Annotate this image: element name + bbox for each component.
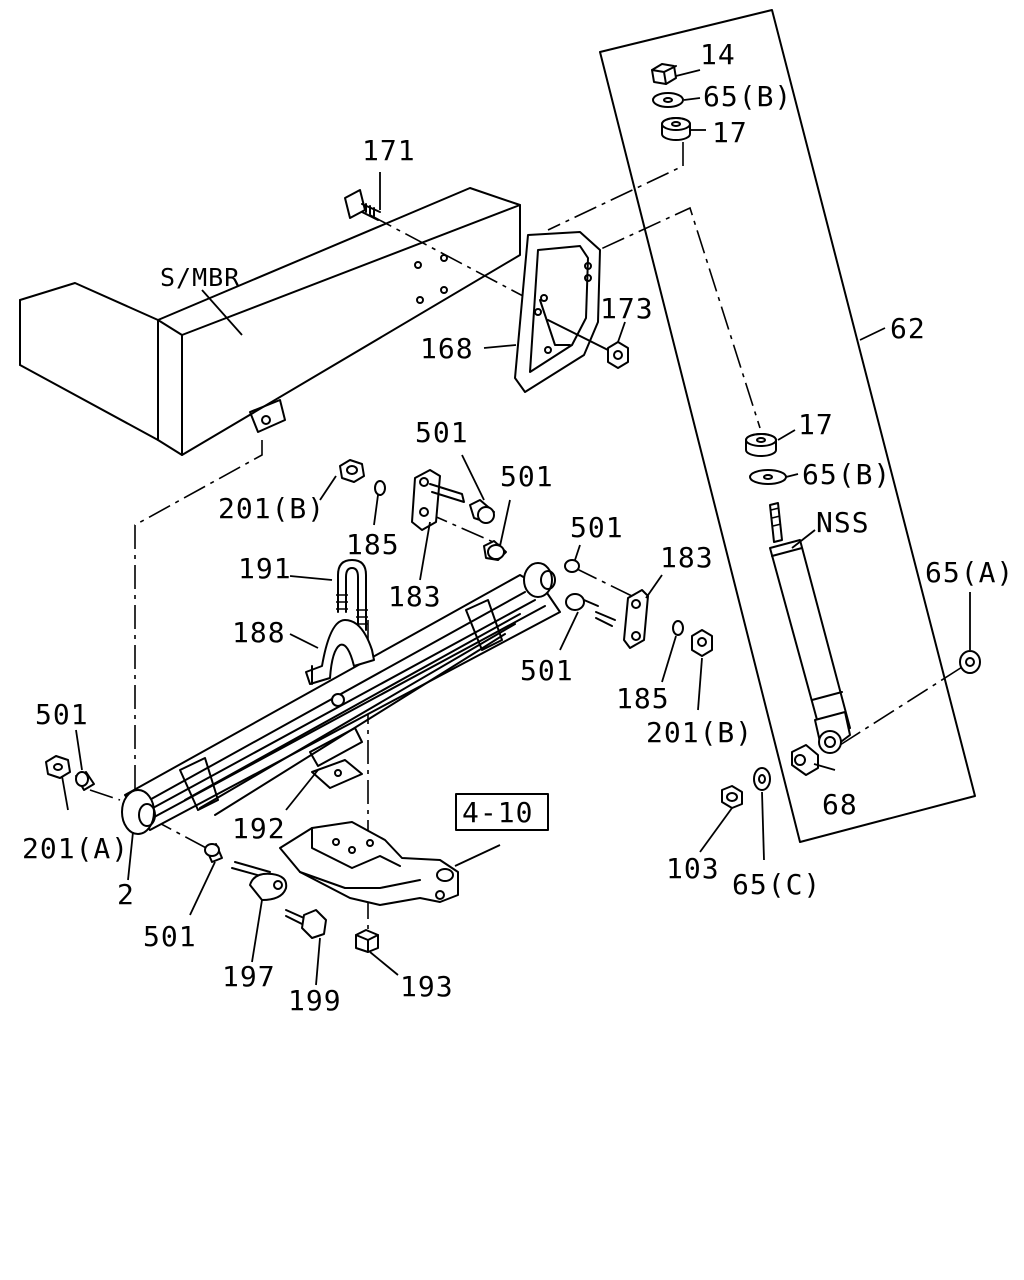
shock-absorber-nss [769,502,851,754]
bushing-501-upper-mid [483,540,507,561]
bushing-68 [791,744,819,776]
bushing-501-lower [204,843,223,863]
label-65c: 65(C) [732,868,821,901]
label-193: 193 [400,970,454,1003]
nut-193 [355,929,379,953]
nut-201a [45,755,71,779]
bushing-501-right-top [564,559,580,573]
washer-185-left [374,480,386,496]
label-65b-top: 65(B) [703,80,792,113]
label-65b-mid: 65(B) [802,458,891,491]
label-17-mid: 17 [798,408,834,441]
bolt-199 [285,909,327,939]
label-192: 192 [232,812,286,845]
axle-seat [279,821,459,906]
label-s-mbr: S/MBR [160,263,240,292]
label-501-f: 501 [143,920,197,953]
label-173: 173 [600,292,654,325]
label-501-a: 501 [415,416,469,449]
top-nut-14 [651,63,677,85]
mid-bushing-17 [745,433,777,457]
label-501-e: 501 [35,698,89,731]
leader-lines [61,69,971,986]
label-501-c: 501 [570,511,624,544]
bolt-171 [344,189,381,221]
label-183-right: 183 [660,541,714,574]
label-201a: 201(A) [22,832,129,865]
label-103: 103 [666,852,720,885]
label-68: 68 [822,788,858,821]
label-188: 188 [232,616,286,649]
kit-boundary-62 [599,9,976,843]
nut-201b-left [339,459,365,483]
shackle-183-left [411,469,465,531]
label-201b-left: 201(B) [218,492,325,525]
mid-washer-65b [749,469,787,485]
label-183-left: 183 [388,580,442,613]
label-199: 199 [288,984,342,1017]
shackle-bracket-168 [514,231,601,393]
label-2: 2 [117,878,135,911]
reference-box-4-10 [455,793,549,831]
bushing-501-left [75,771,95,791]
label-185-left: 185 [346,528,400,561]
plate-192 [311,759,363,789]
label-171: 171 [362,134,416,167]
label-197: 197 [222,960,276,993]
label-nss: NSS [816,506,870,539]
nut-201b-right [691,629,713,657]
label-501-b: 501 [500,460,554,493]
spacer-188 [305,619,375,685]
label-191: 191 [238,552,292,585]
shackle-183-right [623,589,649,649]
washer-185-right [672,620,684,636]
u-bolt-191 [336,559,368,631]
frame-side-member [19,187,521,456]
bushing-501-upper-left [469,499,495,524]
label-168: 168 [420,332,474,365]
washer-65a [959,650,981,674]
label-17-top: 17 [712,116,748,149]
label-185-right: 185 [616,682,670,715]
top-washer-65b [652,92,684,108]
leaf-spring [121,562,561,835]
label-14: 14 [700,38,736,71]
bushing-501-right-low [565,593,616,627]
label-201b-right: 201(B) [646,716,753,749]
label-62: 62 [890,312,926,345]
label-501-d: 501 [520,654,574,687]
label-65a: 65(A) [925,556,1014,589]
nut-103 [721,785,743,809]
washer-65c [753,767,771,791]
part-labels: 14 65(B) 17 171 173 168 62 S/MBR 17 65(B… [22,38,1014,1017]
pin-197 [231,861,288,901]
label-4-10: 4-10 [462,796,533,829]
top-bushing-17 [661,117,691,141]
